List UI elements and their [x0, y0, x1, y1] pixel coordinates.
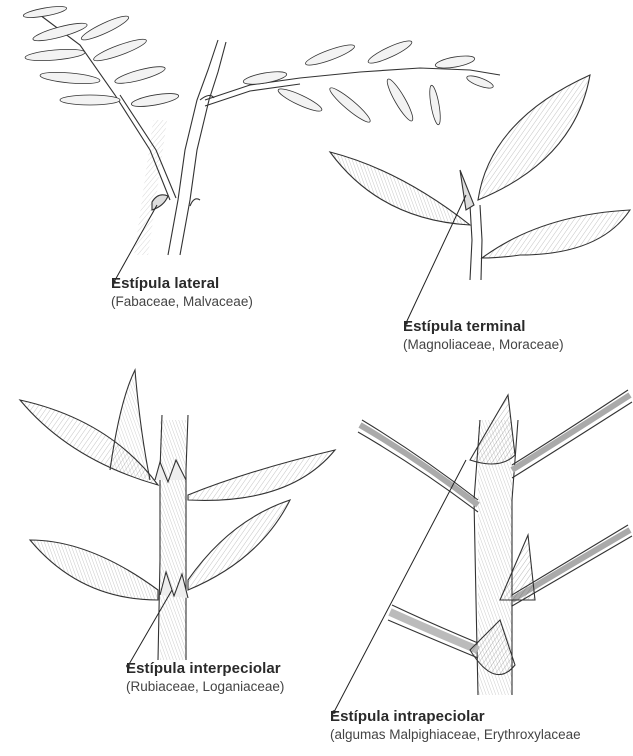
caption-interpetiolar: Estípula interpeciolar (Rubiaceae, Logan… — [126, 660, 284, 695]
caption-title-intrapetiolar: Estípula intrapeciolar — [330, 708, 581, 725]
caption-families-interpetiolar: (Rubiaceae, Loganiaceae) — [126, 679, 284, 695]
petiole-upper-right — [512, 395, 630, 470]
terminal-stipule-drawing — [330, 75, 630, 323]
caption-families-terminal: (Magnoliaceae, Moraceae) — [403, 337, 564, 353]
petiole-lower-left — [390, 612, 478, 650]
petiole-upper-left — [360, 425, 478, 505]
caption-families-lateral: (Fabaceae, Malvaceae) — [111, 294, 253, 310]
leader-line-lateral — [114, 205, 157, 282]
intrapetiolar-stipule-upper — [470, 395, 515, 464]
leaf-lower-right — [188, 500, 290, 590]
intrapetiolar-stipule-drawing — [334, 390, 632, 712]
leaf-upper-right — [188, 450, 335, 500]
leader-line-intrapetiolar — [334, 460, 466, 712]
stem — [470, 205, 472, 280]
leaf-left — [330, 152, 470, 225]
leaflets-right — [242, 37, 494, 125]
lateral-stipule-drawing — [23, 4, 500, 282]
caption-terminal: Estípula terminal (Magnoliaceae, Moracea… — [403, 318, 564, 353]
caption-title-terminal: Estípula terminal — [403, 318, 564, 335]
caption-title-interpetiolar: Estípula interpeciolar — [126, 660, 284, 677]
caption-families-intrapetiolar: (algumas Malpighiaceae, Erythroxylaceae — [330, 727, 581, 743]
caption-lateral: Estípula lateral (Fabaceae, Malvaceae) — [111, 275, 253, 310]
leader-dots — [112, 280, 408, 714]
leaf-upper — [478, 75, 590, 200]
leaf-lower — [482, 210, 630, 258]
caption-intrapetiolar: Estípula intrapeciolar (algumas Malpighi… — [330, 708, 581, 743]
interpetiolar-stipule-drawing — [20, 370, 335, 666]
leaf-lower-left — [30, 540, 158, 600]
stem — [168, 40, 218, 255]
caption-title-lateral: Estípula lateral — [111, 275, 253, 292]
